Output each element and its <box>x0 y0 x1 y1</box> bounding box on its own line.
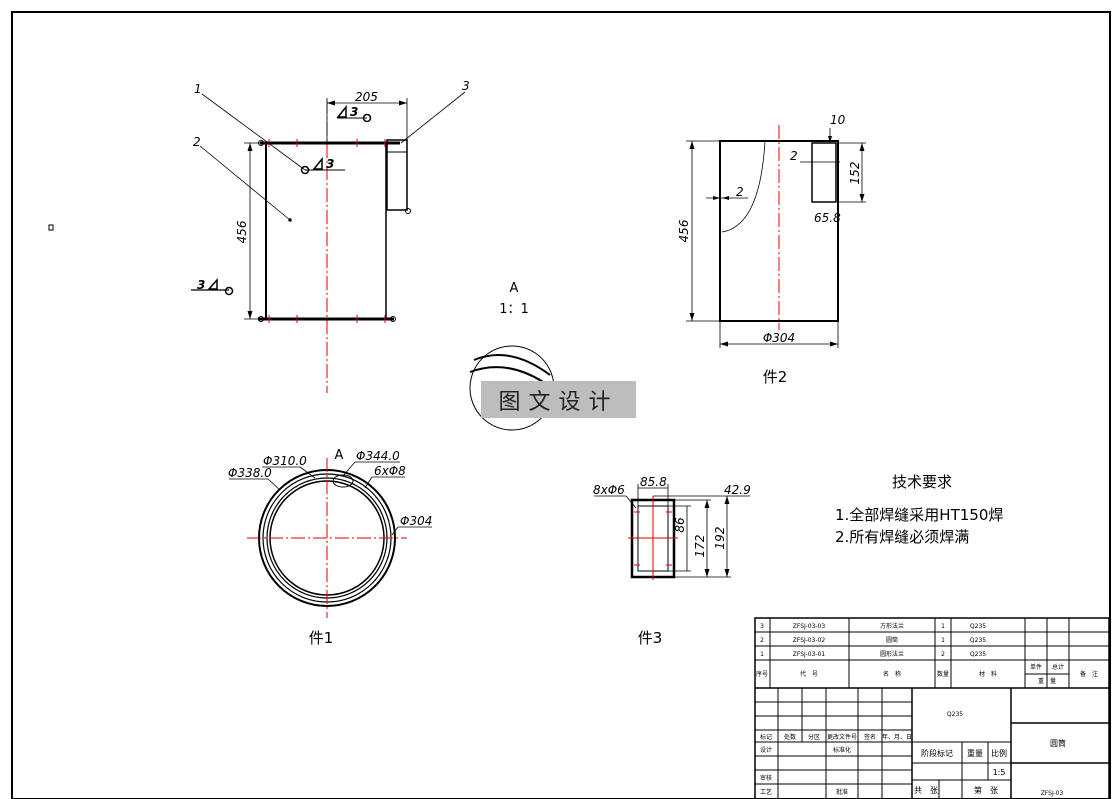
sheets-total: 共 张 <box>914 786 938 795</box>
svg-text:2: 2 <box>941 651 945 658</box>
stage-label: 阶段标记 <box>921 748 953 758</box>
svg-text:Q235: Q235 <box>970 623 986 630</box>
svg-text:Q235: Q235 <box>947 711 963 718</box>
svg-text:名 称: 名 称 <box>883 670 901 678</box>
weld-size-left: 3 <box>197 278 205 292</box>
svg-text:1: 1 <box>941 623 945 630</box>
dim-85-8: 85.8 <box>640 475 667 489</box>
main-flange <box>386 139 408 211</box>
dim-holes-8: 8xΦ6 <box>593 483 625 497</box>
part2-slot <box>811 142 837 203</box>
dim-456-part2: 456 <box>677 219 691 242</box>
dim-2-left: 2 <box>736 185 744 199</box>
svg-text:方形法兰: 方形法兰 <box>880 622 904 630</box>
svg-text:审核: 审核 <box>760 774 772 782</box>
svg-text:材 料: 材 料 <box>979 670 997 678</box>
svg-text:重 量: 重 量 <box>1038 677 1056 685</box>
svg-text:设计: 设计 <box>760 746 772 754</box>
weld-size-mid: 3 <box>326 157 334 171</box>
svg-text:签名: 签名 <box>864 733 876 741</box>
svg-text:单件: 单件 <box>1030 663 1042 671</box>
svg-text:年、月、日: 年、月、日 <box>882 733 912 741</box>
outer-border <box>11 11 1111 799</box>
part1-caption: 件1 <box>309 629 334 647</box>
dim-d304-part2: Φ304 <box>763 331 795 345</box>
svg-text:处数: 处数 <box>784 733 796 741</box>
dim-2-slot: 2 <box>790 149 798 163</box>
dim-d338: Φ338.0 <box>228 466 272 480</box>
svg-text:Q235: Q235 <box>970 651 986 658</box>
dim-10: 10 <box>830 113 846 127</box>
svg-text:工艺: 工艺 <box>760 788 772 796</box>
sheet-number: 第 张 <box>974 785 998 795</box>
dim-172: 172 <box>693 535 707 558</box>
leader-label-1: 1 <box>194 82 202 96</box>
svg-text:ZFSJ-03-01: ZFSJ-03-01 <box>793 651 826 658</box>
svg-text:标准化: 标准化 <box>833 746 851 754</box>
svg-text:标记: 标记 <box>760 733 772 741</box>
dim-86: 86 <box>673 517 687 533</box>
dim-205: 205 <box>355 90 378 104</box>
svg-text:圆筒: 圆筒 <box>886 636 898 644</box>
svg-text:1: 1 <box>760 651 764 658</box>
dim-152: 152 <box>848 162 862 185</box>
svg-text:ZFSJ-03-03: ZFSJ-03-03 <box>793 623 826 630</box>
detail-scale: 1：1 <box>499 302 529 317</box>
svg-text:1: 1 <box>941 637 945 644</box>
svg-text:ZFSJ-03-02: ZFSJ-03-02 <box>793 637 826 644</box>
dim-d310: Φ310.0 <box>263 454 307 468</box>
dim-192: 192 <box>713 527 727 550</box>
svg-text:数量: 数量 <box>937 670 949 678</box>
dim-d304-part1: Φ304 <box>400 514 432 528</box>
svg-text:2: 2 <box>760 637 764 644</box>
dim-d344: Φ344.0 <box>356 449 400 463</box>
notes-line-1: 1.全部焊缝采用HT150焊 <box>835 506 1003 524</box>
svg-text:圆形法兰: 圆形法兰 <box>880 650 904 658</box>
svg-text:代 号: 代 号 <box>800 670 818 678</box>
weight-label: 重量 <box>967 748 983 758</box>
svg-text:更改文件号: 更改文件号 <box>827 733 857 741</box>
part3-caption: 件3 <box>638 629 663 647</box>
dim-65-8: 65.8 <box>814 211 841 225</box>
svg-text:分区: 分区 <box>808 733 820 741</box>
svg-text:3: 3 <box>760 623 764 630</box>
part2-caption: 件2 <box>763 368 788 386</box>
svg-text:Q235: Q235 <box>970 637 986 644</box>
dim-holes-6: 6xΦ8 <box>374 464 406 478</box>
part3-view <box>594 484 750 580</box>
part2-view <box>686 125 866 348</box>
notes-title: 技术要求 <box>892 473 952 491</box>
main-view <box>191 91 466 393</box>
svg-text:备 注: 备 注 <box>1080 670 1098 678</box>
part1-view <box>229 458 432 618</box>
scale-value: 1:5 <box>993 768 1006 777</box>
watermark: 图文设计 <box>481 381 636 418</box>
binding-mark <box>48 224 54 231</box>
svg-text:ZFSJ-03: ZFSJ-03 <box>1041 790 1064 797</box>
dim-42-9: 42.9 <box>724 483 751 497</box>
svg-text:批准: 批准 <box>836 788 848 796</box>
svg-text:序号: 序号 <box>756 670 768 678</box>
leader-label-3: 3 <box>462 79 470 93</box>
weld-size-top: 3 <box>350 105 358 119</box>
title-block <box>754 617 1110 799</box>
leader-label-2: 2 <box>193 135 201 149</box>
svg-text:总计: 总计 <box>1052 663 1064 671</box>
section-letter-a: A <box>335 448 344 463</box>
drawing-name: 圆筒 <box>1050 738 1066 748</box>
notes-line-2: 2.所有焊缝必须焊满 <box>835 528 969 546</box>
detail-letter: A <box>510 281 519 296</box>
scale-label: 比例 <box>991 748 1007 758</box>
dim-456-main: 456 <box>235 220 249 243</box>
